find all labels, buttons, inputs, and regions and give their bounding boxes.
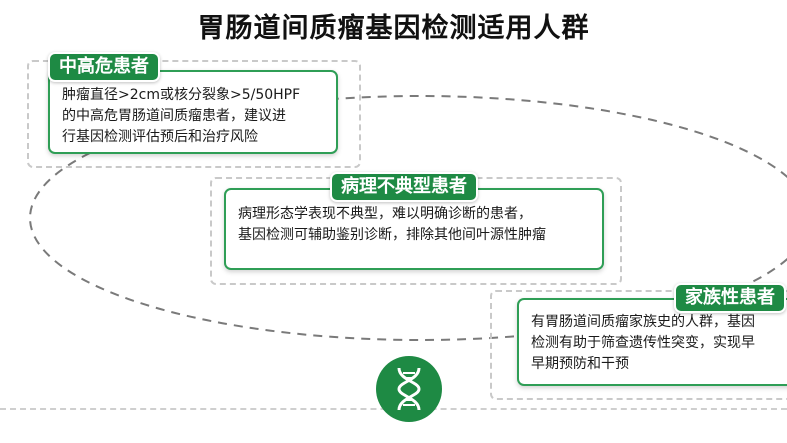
card-frame-high-risk xyxy=(27,60,361,168)
card-high-risk: 肿瘤直径>2cm或核分裂象>5/50HPF 的中高危胃肠道间质瘤患者，建议进 行… xyxy=(48,70,338,154)
card-high-risk-text: 肿瘤直径>2cm或核分裂象>5/50HPF 的中高危胃肠道间质瘤患者，建议进 行… xyxy=(62,87,301,145)
page-title: 胃肠道间质瘤基因检测适用人群 xyxy=(197,13,590,44)
tag-familial: 家族性患者 xyxy=(674,283,786,313)
card-familial-text: 有胃肠道间质瘤家族史的人群，基因 检测有助于筛查遗传性突变，实现早 早期预防和干… xyxy=(531,314,755,372)
card-atypical-text: 病理形态学表现不典型，难以明确诊断的患者， 基因检测可辅助鉴别诊断，排除其他间叶… xyxy=(238,206,546,243)
tag-high-risk: 中高危患者 xyxy=(48,52,160,82)
tag-atypical: 病理不典型患者 xyxy=(330,172,478,202)
dna-icon xyxy=(376,356,442,422)
card-frame-familial xyxy=(490,290,787,400)
dna-helix-graphic xyxy=(397,367,421,411)
